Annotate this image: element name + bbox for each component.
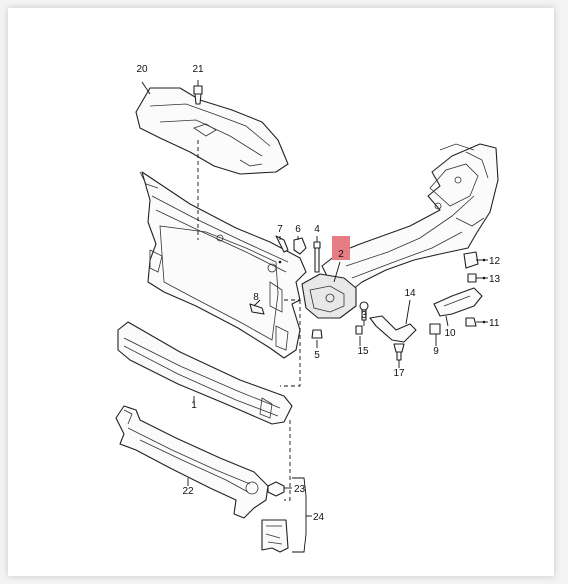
callout-10: 10 (444, 328, 456, 339)
callout-21: 21 (192, 64, 204, 75)
lock-carrier-frame (139, 171, 307, 359)
callout-1: 1 (191, 400, 197, 411)
longitudinal-member-structure (321, 143, 499, 291)
callout-3: 3 (361, 310, 367, 321)
callout-15: 15 (357, 346, 369, 357)
callout-9: 9 (433, 346, 439, 357)
leader-dots (278, 258, 486, 324)
callout-7: 7 (277, 224, 283, 235)
callout-23: 23 (294, 484, 306, 495)
callout-17: 17 (393, 368, 405, 379)
callout-2-highlighted: 2 (332, 236, 350, 260)
part-4-bolt (313, 241, 321, 273)
part-9-clip (429, 323, 441, 335)
part-10-bracket (433, 287, 483, 317)
part-5-nut (311, 329, 323, 339)
part-1-bumper-beam (117, 321, 293, 425)
callout-22: 22 (182, 486, 194, 497)
leader-lines (141, 80, 488, 553)
callout-14: 14 (404, 288, 416, 299)
part-17-bolt (393, 343, 405, 361)
callout-11: 11 (489, 318, 500, 329)
part-3-clip (359, 301, 369, 321)
callout-8: 8 (253, 292, 259, 303)
part-13-screw (467, 273, 477, 283)
highlight-box (332, 236, 350, 260)
part-7-screw (275, 235, 289, 253)
callout-24: 24 (313, 512, 325, 523)
callout-5: 5 (314, 350, 320, 361)
callout-20: 20 (136, 64, 148, 75)
callout-13: 13 (489, 274, 501, 285)
part-12-clip (463, 251, 479, 269)
part-2-crash-box-bracket (301, 273, 357, 319)
callout-4: 4 (314, 224, 320, 235)
part-14-bracket-arm (369, 315, 417, 343)
part-11-bolt (465, 317, 477, 327)
part-24-kit-bag (261, 519, 289, 553)
part-22-lower-carrier (115, 405, 269, 519)
callout-labels: 20 21 7 6 4 2 8 5 3 15 17 14 9 10 11 12 … (136, 64, 500, 523)
part-6-small-bracket (293, 237, 307, 255)
callout-6: 6 (295, 224, 301, 235)
part-21-clip (193, 85, 203, 105)
part-8-bolt (249, 303, 265, 315)
dashed-alignment-lines (197, 140, 301, 501)
callout-12: 12 (489, 256, 501, 267)
part-15-screw (355, 325, 363, 335)
part-20-air-guide-cover (135, 87, 289, 175)
part-23-screw (267, 481, 285, 497)
callout-2: 2 (338, 249, 344, 260)
